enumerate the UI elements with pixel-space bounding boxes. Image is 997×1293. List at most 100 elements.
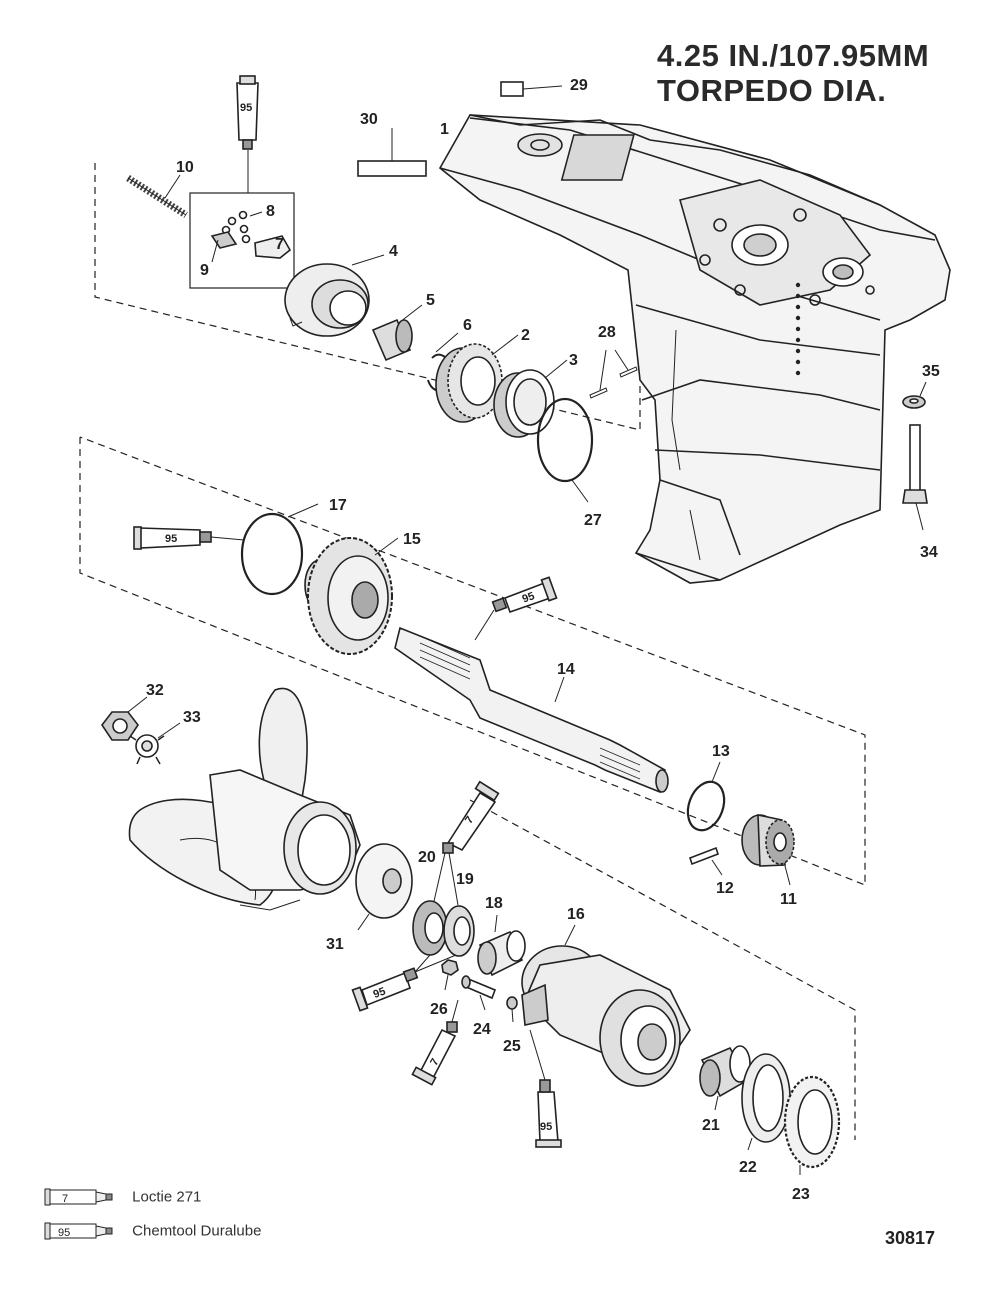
callout-17: 17	[329, 497, 347, 514]
callout-31: 31	[326, 936, 344, 953]
part-12-cross-pin	[688, 846, 723, 876]
part-33-tab-washer	[129, 722, 181, 765]
callout-30: 30	[360, 111, 378, 128]
title-line-1: 4.25 IN./107.95MM	[657, 38, 930, 73]
legend-loctite: 7 Loctie 271	[44, 1187, 201, 1207]
callout-5: 5	[426, 292, 435, 309]
part-22-thrust-washer	[741, 1053, 791, 1151]
callout-21: 21	[702, 1117, 720, 1134]
callout-33: 33	[183, 709, 201, 726]
tube-7-icon: 7	[44, 1188, 113, 1206]
grease-tube-7-upper	[442, 780, 500, 854]
legend-duralube-label: Chemtool Duralube	[132, 1222, 262, 1240]
grease-tube-7-lower	[411, 999, 459, 1086]
callout-10: 10	[176, 159, 194, 176]
assembly-frame-middle	[79, 436, 866, 886]
callout-18: 18	[485, 895, 503, 912]
legend-loctite-label: Loctie 271	[132, 1188, 202, 1206]
callout-4: 4	[389, 243, 398, 260]
grease-tube-95-top	[236, 75, 259, 150]
tube-code-middle: 95	[521, 590, 537, 605]
detent-parts-box	[189, 150, 295, 289]
callout-16: 16	[567, 906, 585, 923]
part-28-shims	[589, 349, 638, 399]
part-30-decal	[357, 160, 427, 177]
part-20-oil-seal	[412, 900, 448, 956]
title-line-2: TORPEDO DIA.	[657, 73, 887, 108]
propeller	[128, 687, 361, 911]
grease-tube-95-middle	[474, 576, 558, 641]
legend-duralube: 95 Chemtool Duralube	[44, 1221, 261, 1241]
part-32-prop-nut	[101, 696, 148, 741]
grease-tube-95-left	[133, 526, 245, 550]
legend-tube-95-code: 95	[58, 1227, 70, 1239]
part-3-bearing-cup	[493, 359, 568, 438]
part-21-needle-bearing	[699, 1045, 751, 1111]
tube-code-upper7: 7	[463, 814, 476, 826]
part-18-bushing	[477, 914, 526, 977]
callout-8: 8	[266, 203, 275, 220]
callout-27: 27	[584, 512, 602, 529]
part-14-propeller-shaft	[394, 626, 669, 794]
callout-2: 2	[521, 327, 530, 344]
callout-11: 11	[780, 891, 797, 908]
callout-22: 22	[739, 1159, 757, 1176]
callout-28: 28	[598, 324, 616, 341]
callout-1: 1	[440, 121, 449, 138]
part-26-nut	[441, 959, 459, 991]
callouts: 1 2 3 4 5 6 7 8 9 10 11 12 13 14 15 16 1…	[146, 77, 940, 1203]
callout-25: 25	[503, 1038, 521, 1055]
part-17-o-ring	[240, 512, 304, 596]
callout-7: 7	[275, 236, 284, 253]
part-27-o-ring	[536, 397, 594, 483]
callout-9: 9	[200, 262, 209, 279]
callout-3: 3	[569, 352, 578, 369]
callout-32: 32	[146, 682, 164, 699]
tube-code-lower7: 7	[428, 1057, 441, 1068]
part-15-forward-gear	[304, 537, 399, 655]
legend-tube-7-code: 7	[62, 1193, 68, 1205]
callout-12: 12	[716, 880, 734, 897]
callout-19: 19	[456, 871, 474, 888]
part-35-washer	[902, 381, 927, 409]
part-29-decal	[500, 81, 524, 97]
diagram-title: 4.25 IN./107.95MM TORPEDO DIA.	[657, 38, 929, 108]
part-34-bolt	[902, 424, 928, 531]
figure-number: 30817	[885, 1228, 936, 1248]
grease-tube-95-bottom	[529, 1029, 562, 1148]
assembly-frame-lower	[469, 799, 856, 1140]
part-13-o-ring	[686, 780, 726, 832]
tube-code-lower95: 95	[372, 986, 388, 1001]
part-16-bearing-carrier	[521, 924, 691, 1087]
water-intake-holes	[795, 282, 801, 376]
callout-26: 26	[430, 1001, 448, 1018]
part-19-oil-seal	[443, 905, 475, 957]
tube-code-left: 95	[165, 533, 177, 545]
callout-20: 20	[418, 849, 436, 866]
part-25-washer	[506, 996, 518, 1023]
tube-code-bottom: 95	[540, 1121, 552, 1133]
part-4-bearing-carrier	[284, 254, 385, 337]
gear-housing	[438, 114, 951, 584]
tube-95-icon: 95	[44, 1222, 113, 1240]
part-11-sliding-clutch	[741, 814, 795, 886]
callout-6: 6	[463, 317, 472, 334]
callout-23: 23	[792, 1186, 810, 1203]
callout-15: 15	[403, 531, 421, 548]
callout-24: 24	[473, 1021, 491, 1038]
callout-13: 13	[712, 743, 730, 760]
part-31-thrust-hub	[355, 843, 413, 931]
callout-29: 29	[570, 77, 588, 94]
part-23-cover-nut	[783, 1075, 841, 1175]
part-10-spring	[126, 174, 188, 218]
grease-tube-95-lower	[351, 954, 457, 1012]
callout-34: 34	[920, 544, 938, 561]
callout-14: 14	[557, 661, 575, 678]
part-2-reverse-gear	[435, 334, 519, 423]
callout-35: 35	[922, 363, 940, 380]
part-5-needle-bearing	[371, 304, 423, 362]
tube-code-top: 95	[240, 102, 252, 114]
part-24-screw	[461, 975, 497, 1011]
tube-codes: 95 95 95 7 95 7 95	[165, 102, 552, 1133]
